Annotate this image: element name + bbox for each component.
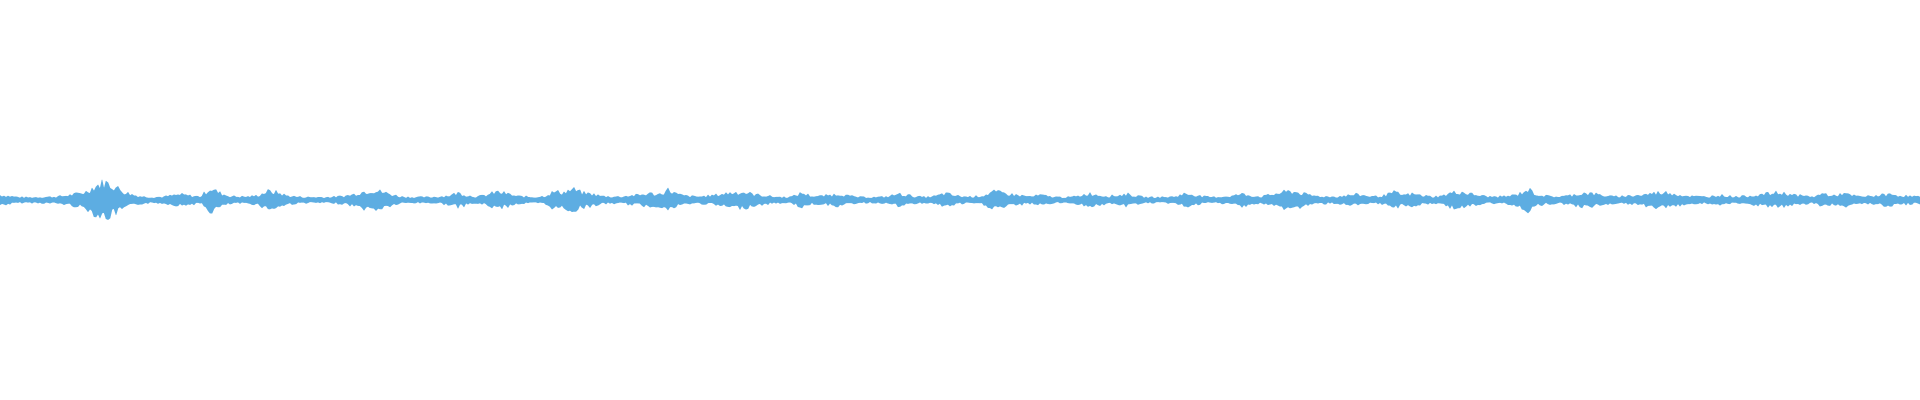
waveform-shape: [0, 179, 1920, 220]
